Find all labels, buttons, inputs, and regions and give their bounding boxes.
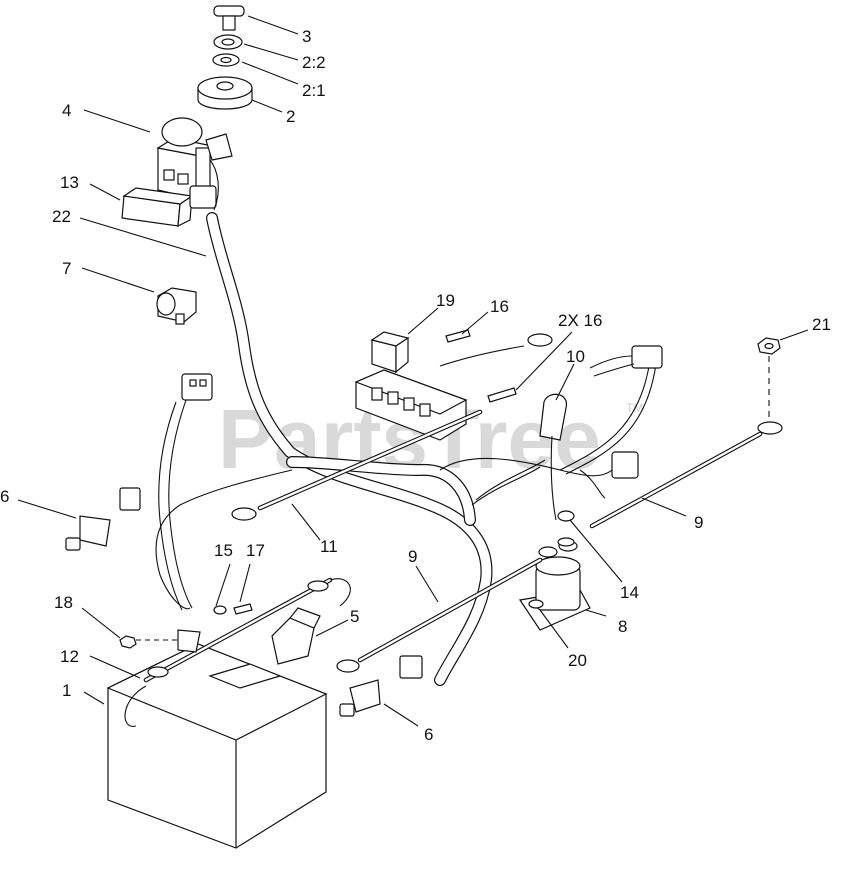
fuse-lead-cable bbox=[439, 333, 553, 367]
callout-19: 19 bbox=[436, 291, 455, 310]
callout-2: 2 bbox=[286, 107, 295, 126]
battery-cable-right bbox=[589, 421, 783, 529]
callout-18: 18 bbox=[54, 593, 73, 612]
callout-6-left: 6 bbox=[0, 487, 9, 506]
clamp-nut bbox=[119, 635, 137, 649]
callout-9-lower: 9 bbox=[408, 547, 417, 566]
callout-2-1: 2:1 bbox=[302, 81, 326, 100]
battery-cable-positive bbox=[336, 557, 543, 673]
clamp-bolt bbox=[233, 603, 253, 615]
callout-2-2: 2:2 bbox=[302, 53, 326, 72]
plug-connector-right bbox=[339, 655, 423, 717]
ignition-cap bbox=[197, 76, 253, 110]
battery-cable-negative bbox=[231, 409, 483, 521]
battery-hold-down bbox=[124, 577, 351, 727]
battery-clamp-bracket bbox=[177, 629, 201, 653]
callout-9-right: 9 bbox=[694, 513, 703, 532]
callout-22: 22 bbox=[52, 207, 71, 226]
hex-nut bbox=[757, 337, 781, 355]
callout-labels: 3 2:2 2:1 2 4 13 22 7 19 16 2X 16 10 21 … bbox=[0, 27, 831, 744]
callout-2x-16: 2X 16 bbox=[558, 311, 602, 330]
screw bbox=[487, 387, 517, 403]
ignition-key bbox=[213, 5, 245, 31]
callout-4: 4 bbox=[62, 101, 71, 120]
clamp-washer bbox=[213, 605, 227, 615]
callout-8: 8 bbox=[618, 617, 627, 636]
harness-connector-plug bbox=[181, 373, 213, 401]
battery bbox=[106, 643, 328, 849]
screw bbox=[445, 329, 471, 343]
callout-13: 13 bbox=[60, 173, 79, 192]
solenoid-bolt bbox=[528, 599, 544, 609]
starter-solenoid bbox=[518, 540, 591, 631]
callout-1: 1 bbox=[62, 681, 71, 700]
leader-lines bbox=[17, 15, 809, 727]
switch-harness-connector bbox=[189, 159, 219, 211]
seat-switch bbox=[156, 287, 197, 325]
washer bbox=[212, 53, 240, 67]
callout-3: 3 bbox=[302, 27, 311, 46]
callout-21: 21 bbox=[812, 315, 831, 334]
callout-16: 16 bbox=[490, 297, 509, 316]
callout-17: 17 bbox=[246, 541, 265, 560]
starter-cable-boot bbox=[539, 393, 567, 521]
callout-5: 5 bbox=[350, 607, 359, 626]
callout-10: 10 bbox=[566, 347, 585, 366]
callout-11: 11 bbox=[320, 537, 338, 556]
terminal-boot bbox=[271, 607, 321, 665]
harness-connector-mid bbox=[611, 451, 639, 479]
callout-12: 12 bbox=[60, 647, 79, 666]
solenoid-nuts bbox=[557, 510, 575, 547]
plug-connector-left bbox=[65, 487, 141, 551]
callout-14: 14 bbox=[620, 583, 639, 602]
hour-meter bbox=[121, 187, 194, 228]
relay bbox=[370, 331, 410, 374]
fuse-block bbox=[354, 369, 468, 441]
callout-20: 20 bbox=[568, 651, 587, 670]
callout-7: 7 bbox=[62, 259, 71, 278]
callout-6-right: 6 bbox=[424, 725, 433, 744]
callout-15: 15 bbox=[214, 541, 233, 560]
harness-connector-right bbox=[589, 345, 663, 377]
main-wire-harness bbox=[155, 212, 657, 686]
lock-nut bbox=[213, 34, 243, 50]
